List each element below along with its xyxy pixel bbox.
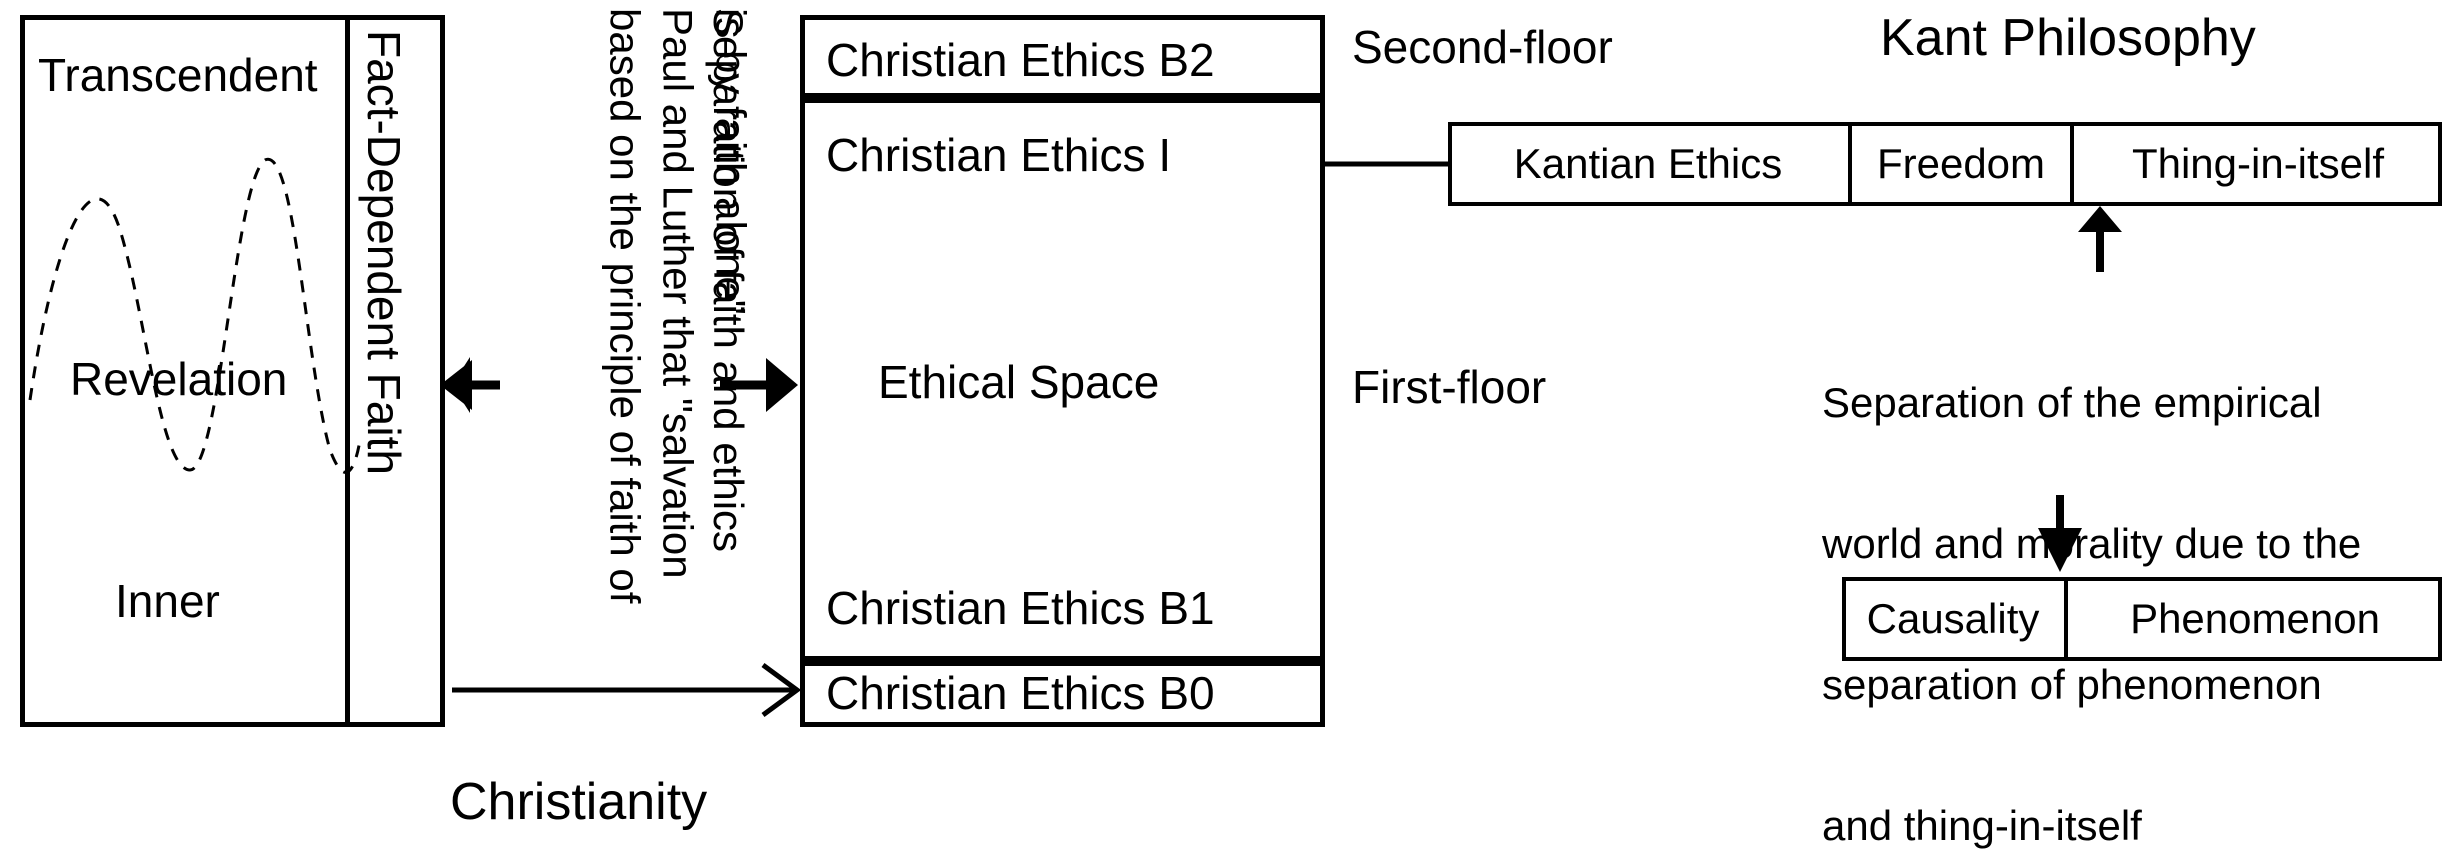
separation-note-line-4: is by faith alone" [707, 8, 755, 315]
christian-ethics-b2-box [800, 15, 1325, 98]
separation-of-faith-note-l2: based on the principle of faith of [560, 8, 649, 708]
kant-separation-note: Separation of the empirical world and mo… [1822, 285, 2361, 862]
separation-note-line-1: Separation of faith and ethics [705, 8, 752, 553]
christian-ethics-b0-box [800, 661, 1325, 727]
phenomenon-cell-phenomenon-label: Phenomenon [2130, 595, 2380, 642]
second-floor-label: Second-floor [1352, 21, 1613, 73]
arrow-left-icon [440, 357, 500, 413]
separation-of-faith-note-l4: is by faith alone" [666, 8, 755, 708]
transcendent-label: Transcendent [38, 49, 318, 101]
kant-cell-kantian-ethics-label: Kantian Ethics [1513, 140, 1783, 187]
inner-label: Inner [115, 575, 220, 627]
christian-ethics-b2-label: Christian Ethics B2 [826, 34, 1215, 86]
revelation-label: Revelation [70, 353, 288, 405]
first-floor-label: First-floor [1352, 361, 1547, 413]
christian-ethics-i-text: Christian Ethics I [826, 129, 1172, 181]
kant-cell-freedom: Freedom [1848, 122, 2070, 206]
kant-cell-thing-in-itself-label: Thing-in-itself [2131, 140, 2385, 187]
arrow-up-icon [2078, 206, 2122, 272]
phenomenon-cell-phenomenon: Phenomenon [2064, 577, 2442, 661]
ethical-space-box [800, 98, 1325, 661]
ethical-space-label: Ethical Space [878, 356, 1160, 408]
kant-philosophy-title: Kant Philosophy [1880, 9, 2256, 67]
christianity-caption: Christianity [450, 773, 708, 831]
christian-ethics-b0-label: Christian Ethics B0 [826, 667, 1215, 719]
separation-of-faith-note: Separation of faith and ethics [500, 8, 752, 708]
christian-ethics-b1-label: Christian Ethics B1 [826, 582, 1215, 634]
kant-note-line-4: and thing-in-itself [1822, 802, 2142, 850]
phenomenon-cell-causality: Causality [1842, 577, 2064, 661]
fact-dependent-faith-label: Fact-Dependent Faith [357, 30, 410, 475]
kant-note-line-2: world and morality due to the [1822, 520, 2362, 568]
kant-cell-freedom-label: Freedom [1876, 140, 2046, 187]
phenomenon-row-box [1842, 577, 2442, 661]
kant-row-box [1448, 122, 2442, 206]
separation-of-faith-note-l3: Paul and Luther that "salvation [613, 8, 702, 708]
kant-note-line-3: separation of phenomenon [1822, 661, 2322, 709]
christian-ethics-i-label: Christian Ethics I [826, 128, 1171, 182]
kant-note-line-1: Separation of the empirical [1822, 379, 2322, 427]
phenomenon-cell-causality-label: Causality [1866, 595, 2040, 642]
kant-cell-thing-in-itself: Thing-in-itself [2070, 122, 2442, 206]
separation-note-line-3: Paul and Luther that "salvation [654, 8, 702, 579]
kant-cell-kantian-ethics: Kantian Ethics [1448, 122, 1848, 206]
separation-note-line-2: based on the principle of faith of [601, 8, 649, 604]
